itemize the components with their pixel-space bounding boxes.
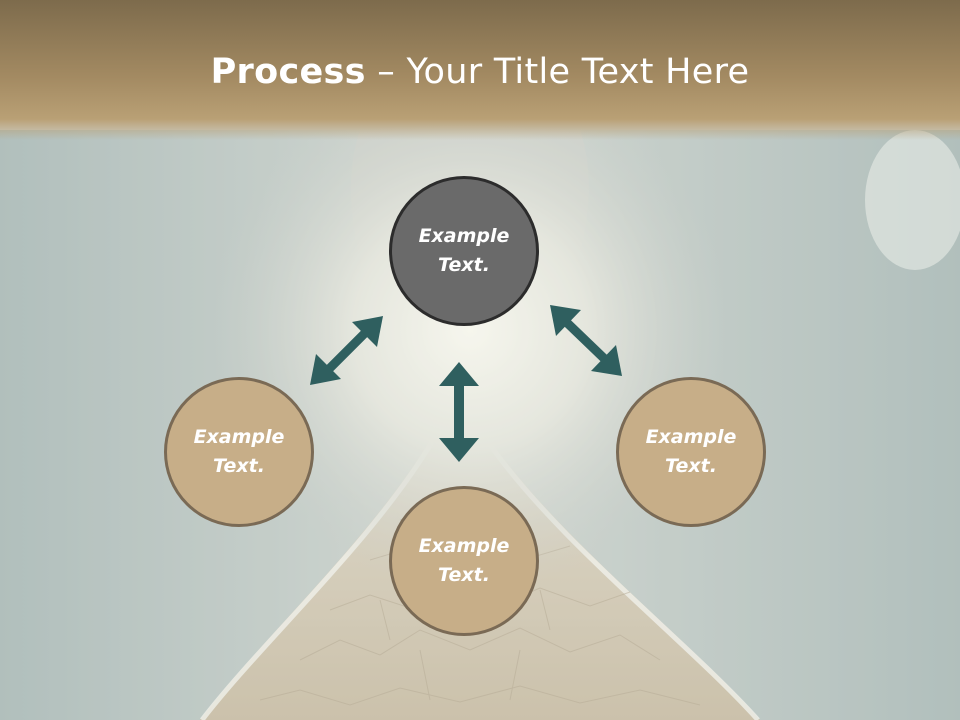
process-circle-left[interactable]: Example Text. [164,377,314,527]
process-circle-right[interactable]: Example Text. [616,377,766,527]
slide-title: Process – Your Title Text Here [0,52,960,92]
process-bottom-label: Example Text. [418,535,510,586]
process-left-label: Example Text. [193,426,285,477]
process-circle-bottom[interactable]: Example Text. [389,486,539,636]
process-center-label: Example Text. [418,225,510,276]
title-rest-text: – Your Title Text Here [365,52,750,92]
title-bold-text: Process [210,52,366,92]
title-bar: Process – Your Title Text Here [0,0,960,140]
process-right-label: Example Text. [645,426,737,477]
process-circle-center[interactable]: Example Text. [389,176,539,326]
